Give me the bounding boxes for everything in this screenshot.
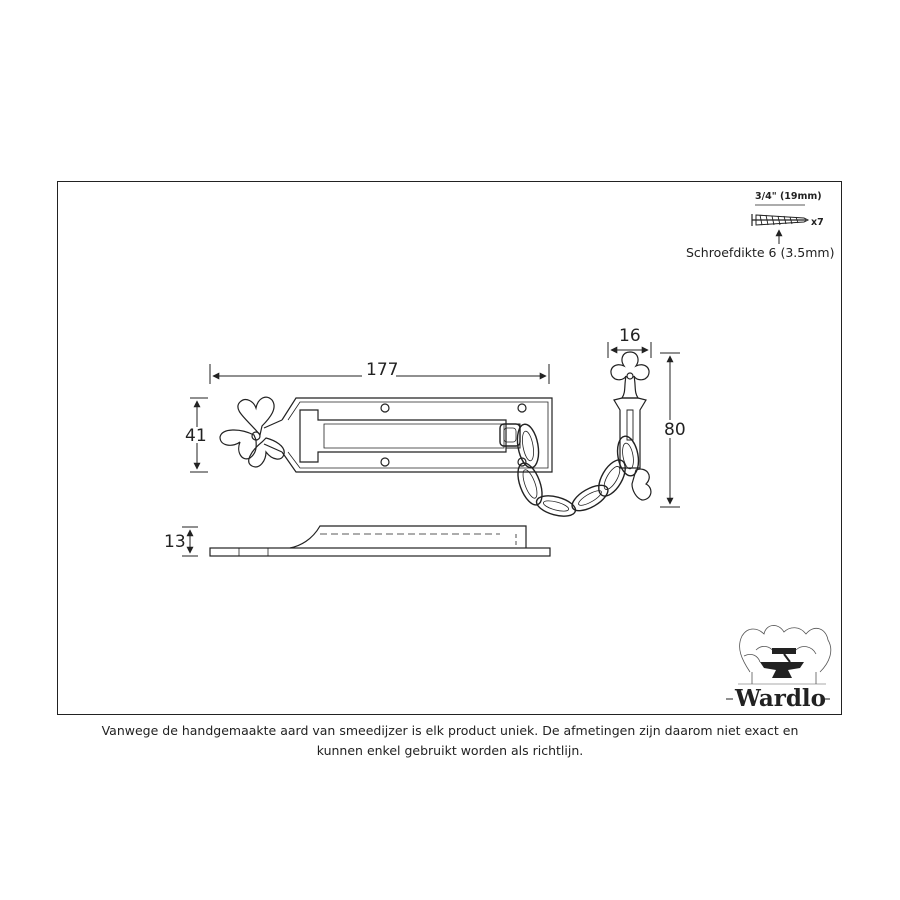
dimension-plate-height: 41 (184, 397, 210, 473)
dimension-keeper-width: 16 (607, 326, 652, 358)
keeper-width-value: 16 (619, 326, 641, 346)
disclaimer-line-2: kunnen enkel gebruikt worden als richtli… (316, 743, 584, 758)
dimension-profile-height: 13 (163, 526, 198, 557)
disclaimer-line-1: Vanwege de handgemaakte aard van smeedij… (101, 723, 799, 738)
profile-height-value: 13 (164, 532, 186, 552)
screw-gauge-label: Schroefdikte 6 (3.5mm) (686, 245, 834, 260)
anvil-icon (760, 648, 804, 678)
chain-plate-front (219, 396, 553, 473)
plate-height-value: 41 (185, 426, 207, 446)
dimension-length: 177 (209, 360, 550, 384)
disclaimer: Vanwege de handgemaakte aard van smeedij… (60, 721, 840, 761)
screw-length-label: 3/4" (19mm) (755, 191, 822, 202)
wardlo-logo: Wardlo (726, 625, 832, 712)
screw-spec: 3/4" (19mm) x7 Schroefdikte 6 (3.5mm) (686, 191, 834, 260)
keeper-height-value: 80 (664, 420, 686, 440)
length-value: 177 (366, 360, 398, 380)
dimension-keeper-height: 80 (660, 352, 690, 508)
brand-name: Wardlo (734, 685, 826, 712)
fleur-end (219, 396, 285, 468)
keeper-front (610, 351, 652, 501)
tree-illustration (738, 625, 832, 685)
side-profile (209, 525, 551, 557)
chain (499, 423, 640, 517)
screw-quantity-label: x7 (811, 217, 824, 228)
drawing-frame (57, 181, 842, 715)
screw-icon (751, 214, 810, 226)
